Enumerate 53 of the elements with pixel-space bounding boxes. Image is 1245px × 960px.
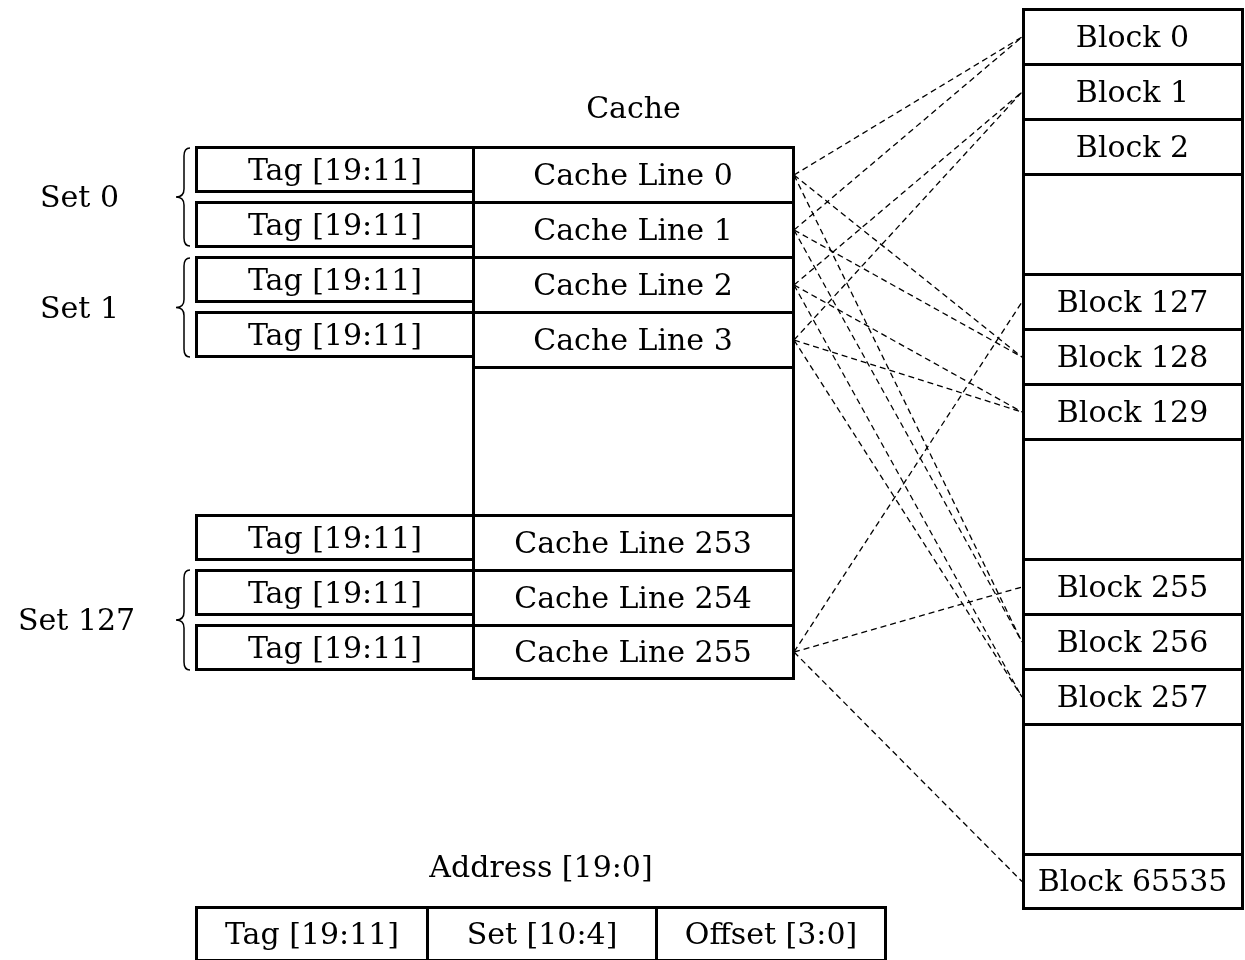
box-label: Tag [19:11] [247, 209, 423, 240]
box-label: Cache Line 3 [533, 324, 733, 355]
dashed-connector [793, 651, 1023, 883]
tag-box [195, 201, 475, 248]
set-label: Set 127 [18, 605, 136, 635]
dashed-connector [793, 36, 1023, 231]
box-label: Tag [19:11] [247, 264, 423, 295]
box-label: Block 255 [1056, 571, 1209, 602]
tag-box [195, 256, 475, 303]
tag-box [195, 514, 475, 561]
heading: Address [19:0] [428, 852, 654, 882]
address-field-box [655, 906, 887, 960]
box-label: Block 1 [1075, 76, 1190, 107]
address-format [195, 852, 887, 960]
box-label: Block 2 [1075, 131, 1190, 162]
box-label: Block 127 [1056, 286, 1209, 317]
address-field-box [426, 906, 658, 960]
dashed-connector [793, 284, 1023, 413]
box-label: Set [10:4] [466, 919, 618, 949]
box-label: Cache Line 1 [533, 214, 733, 245]
set-label: Set 1 [40, 292, 119, 323]
memory-column [1022, 8, 1244, 910]
dashed-connector [793, 174, 1023, 358]
tag-box [195, 569, 475, 616]
address-field-box [195, 906, 429, 960]
box-label: Block 65535 [1037, 866, 1228, 896]
dashed-connector [793, 91, 1023, 341]
box-label: Cache Line 0 [533, 159, 733, 190]
box-label: Cache Line 255 [514, 636, 752, 667]
box-label: Tag [19:11] [224, 919, 400, 949]
box-label: Cache Line 253 [514, 527, 752, 558]
dashed-connector [793, 586, 1023, 653]
box-label: Tag [19:11] [247, 154, 423, 185]
box-label: Tag [19:11] [247, 319, 423, 350]
box-label: Block 256 [1056, 626, 1209, 657]
tag-box [195, 624, 475, 671]
box-label: Block 0 [1075, 21, 1190, 52]
heading: Cache [585, 93, 682, 123]
tag-box [195, 146, 475, 193]
dashed-connector [793, 91, 1023, 286]
box-label: Offset [3:0] [684, 919, 858, 949]
dashed-connector [793, 229, 1023, 358]
dashed-connector [793, 36, 1023, 176]
box-label: Block 128 [1056, 341, 1209, 372]
box-label: Block 257 [1056, 681, 1209, 712]
set-label: Set 0 [40, 182, 119, 212]
box-label: Cache Line 2 [533, 269, 733, 300]
box-label: Tag [19:11] [247, 577, 423, 608]
tag-box [195, 311, 475, 358]
box-label: Block 129 [1056, 396, 1209, 427]
box-label: Cache Line 254 [514, 582, 752, 613]
box-label: Tag [19:11] [247, 632, 423, 663]
box-label: Tag [19:11] [247, 522, 423, 553]
